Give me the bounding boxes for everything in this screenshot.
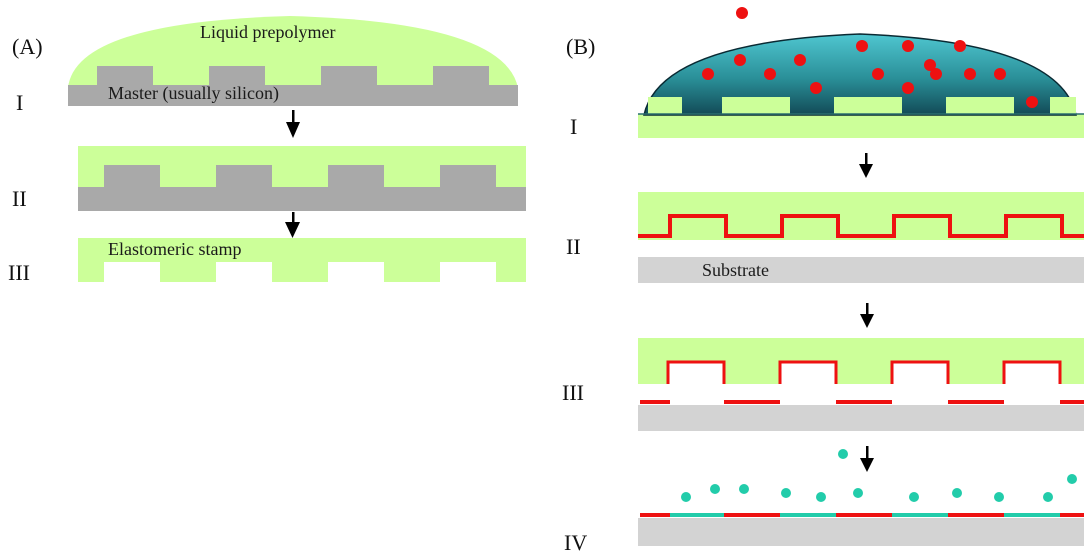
liquid-prepolymer-label: Liquid prepolymer bbox=[200, 22, 336, 42]
panel-b-label: (B) bbox=[566, 34, 596, 59]
arrow-down-icon bbox=[285, 212, 300, 238]
panel-b-step-3 bbox=[638, 338, 1084, 431]
panel-a-step-2-label: II bbox=[12, 186, 27, 211]
panel-a-step-1-label: I bbox=[16, 90, 24, 115]
panel-a-step-1 bbox=[68, 16, 518, 106]
panel-a-step-3-label: III bbox=[8, 260, 30, 285]
panel-a-step-3 bbox=[78, 238, 526, 282]
substrate bbox=[638, 257, 1084, 283]
panel-b-step-4-label: IV bbox=[564, 530, 588, 552]
arrow-down-icon bbox=[860, 303, 874, 328]
panel-b-step-4 bbox=[638, 449, 1084, 546]
stamp-ink-residue bbox=[666, 360, 1062, 384]
panel-b-step-2 bbox=[638, 192, 1084, 283]
stamp-after-transfer bbox=[638, 338, 1084, 384]
arrow-down-icon bbox=[860, 446, 874, 472]
elastomeric-stamp-label: Elastomeric stamp bbox=[108, 239, 242, 259]
panel-b-step-2-label: II bbox=[566, 234, 581, 259]
substrate-label: Substrate bbox=[702, 260, 769, 280]
ink-molecules bbox=[702, 7, 1038, 108]
panel-b bbox=[638, 7, 1084, 546]
master-label: Master (usually silicon) bbox=[108, 83, 279, 103]
panel-b-step-3-label: III bbox=[562, 380, 584, 405]
stamp-base bbox=[638, 114, 1084, 138]
substrate bbox=[638, 405, 1084, 431]
panel-a-step-2 bbox=[78, 146, 526, 211]
arrow-down-icon bbox=[286, 110, 300, 138]
elastomeric-stamp bbox=[78, 238, 526, 282]
panel-a bbox=[68, 16, 526, 282]
panel-b-step-1-label: I bbox=[570, 114, 578, 139]
arrow-down-icon bbox=[859, 153, 873, 178]
ink-layer bbox=[638, 214, 1084, 238]
silicon-master bbox=[68, 66, 518, 106]
panel-a-label: (A) bbox=[12, 34, 43, 59]
liquid-prepolymer-dome bbox=[68, 16, 518, 88]
silicon-master bbox=[78, 165, 526, 211]
ink-droplet bbox=[643, 33, 1077, 116]
substrate bbox=[638, 518, 1084, 546]
panel-b-step-1 bbox=[638, 7, 1084, 138]
backfill-molecules bbox=[681, 449, 1077, 502]
stamp-raised-features bbox=[648, 97, 1076, 114]
